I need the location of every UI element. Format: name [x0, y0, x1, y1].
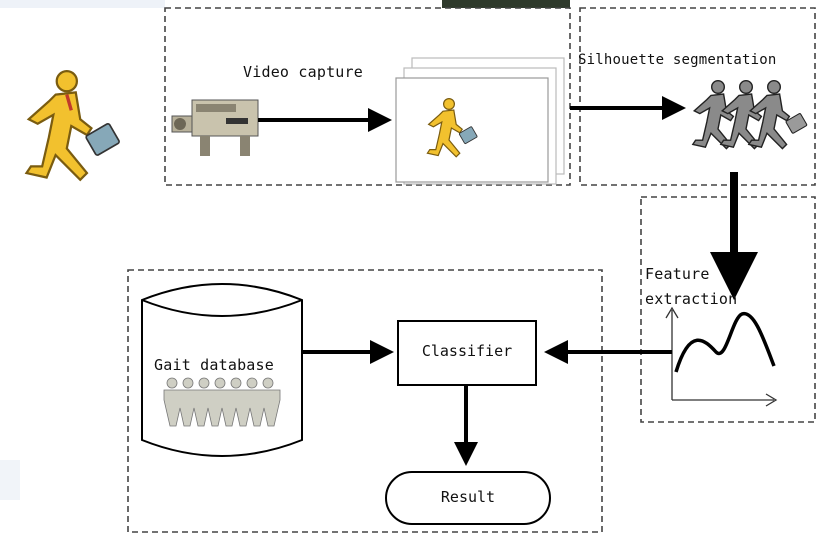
feature-curve-icon: [665, 306, 778, 407]
background-fragment: [442, 0, 570, 8]
silhouette-segmentation-label: Silhouette segmentation: [578, 52, 777, 68]
background-fragment: [0, 460, 20, 500]
classification-box: [127, 269, 603, 533]
walking-man-icon: [25, 70, 120, 181]
database-cylinder-icon: [141, 283, 303, 457]
silhouette-figures-icon: [692, 79, 808, 150]
feature-label-line1: Feature: [645, 265, 710, 283]
video-frames-icon: [395, 57, 565, 185]
video-camera-icon: [171, 99, 259, 156]
result-label: Result: [440, 488, 496, 506]
feature-extraction-box: [640, 196, 816, 423]
silhouette-segmentation-box: [579, 7, 816, 186]
feature-label-line2: extraction: [645, 290, 738, 308]
video-capture-label: Video capture: [243, 63, 363, 81]
background-fragment: [0, 0, 165, 8]
briefcase-icon: [85, 123, 120, 156]
classifier-label: Classifier: [421, 342, 513, 360]
result-terminal: [385, 471, 551, 525]
video-capture-box: [164, 7, 571, 186]
gait-sample-figures-icon: [163, 377, 281, 427]
gait-database-label: Gait database: [154, 356, 274, 374]
